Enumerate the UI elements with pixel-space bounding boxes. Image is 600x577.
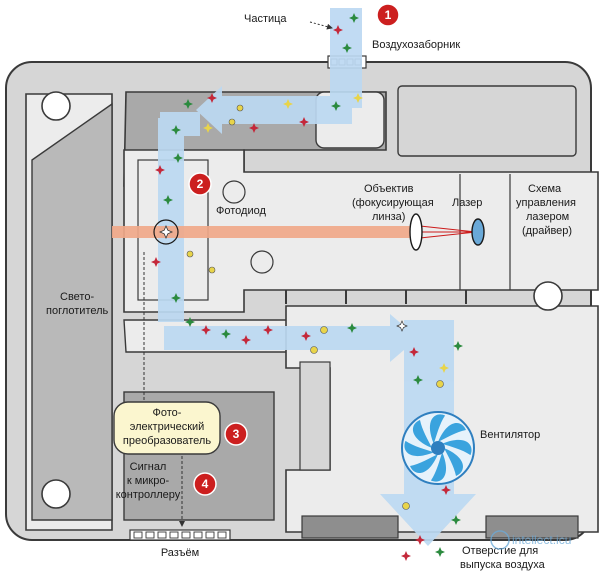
label-fan: Вентилятор: [480, 429, 540, 441]
label-converter-2: электрический: [130, 421, 205, 433]
label-driver-3: лазером: [526, 211, 569, 223]
label-driver-4: (драйвер): [522, 225, 572, 237]
svg-text:intellect.icu: intellect.icu: [512, 533, 571, 547]
airflow-intake-down: [330, 8, 362, 108]
particle-star: [333, 25, 343, 35]
particle-star: [342, 43, 352, 53]
particle-star: [415, 535, 425, 545]
fan: [401, 411, 475, 485]
mount-hole-tl: [41, 91, 71, 121]
particle-star: [155, 165, 165, 175]
particle-star: [401, 551, 411, 561]
photodiode-sensor: [153, 219, 179, 245]
svg-text:2: 2: [197, 177, 204, 191]
particle-star: [203, 123, 213, 133]
airflow: [158, 8, 476, 546]
bottom-block-right: [485, 515, 579, 539]
label-absorber-2: поглотитель: [46, 305, 109, 317]
baffle-row: [285, 290, 467, 304]
label-outlet-2: выпуска воздуха: [460, 559, 546, 571]
label-laser: Лазер: [452, 197, 482, 209]
particle-star: [441, 485, 451, 495]
label-outlet-1: Отверстие для: [462, 545, 538, 557]
label-absorber-1: Свето-: [60, 291, 94, 303]
particle-star: [241, 335, 251, 345]
particle-star: [353, 93, 363, 103]
label-lens-1: Объектив: [364, 183, 414, 195]
label-photodiode: Фотодиод: [216, 205, 266, 217]
particle-dot: [186, 104, 444, 510]
particle-star: [183, 99, 193, 109]
particles: [151, 13, 463, 561]
laser-emitter: [471, 218, 485, 246]
watermark: intellect.icu: [490, 530, 571, 550]
airflow-down-left: [158, 118, 184, 322]
airflow-lower-right: [164, 314, 418, 362]
particle-pointer: [309, 21, 333, 30]
laser-focus-lines: [419, 225, 477, 239]
label-converter-3: преобразователь: [123, 435, 211, 447]
particle-star: [171, 293, 181, 303]
label-driver-1: Схема: [528, 183, 562, 195]
connector-pins: [129, 529, 231, 541]
particle-star: [409, 347, 419, 357]
lens: [409, 213, 423, 251]
label-lens-2: (фокусирующая: [352, 197, 434, 209]
particle-star: [151, 257, 161, 267]
label-signal-2: к микро-: [127, 475, 170, 487]
label-lens-3: линза): [372, 211, 405, 223]
particle-star: [299, 117, 309, 127]
particle-star: [158, 224, 174, 240]
particle-star: [185, 317, 195, 327]
mount-holes: [41, 91, 563, 509]
particle-star: [207, 93, 217, 103]
photoelectric-converter: [113, 401, 221, 455]
label-signal-1: Сигнал: [130, 461, 167, 473]
particle-star: [163, 195, 173, 205]
marker-2: 2: [188, 172, 212, 196]
upper-right-region: [397, 85, 577, 157]
particle-star: [331, 101, 341, 111]
particle-star: [349, 13, 359, 23]
particle-star: [435, 547, 445, 557]
particle-star: [171, 125, 181, 135]
svg-text:3: 3: [233, 427, 240, 441]
laser-beam: [112, 226, 418, 238]
particle-star: [221, 329, 231, 339]
particle-star: [396, 320, 408, 332]
mount-hole-bl: [41, 479, 71, 509]
particle-star: [439, 363, 449, 373]
particle-star: [249, 123, 259, 133]
svg-text:1: 1: [385, 8, 392, 22]
marker-3: 3: [224, 422, 248, 446]
label-connector: Разъём: [161, 547, 199, 559]
label-signal-3: контроллеру: [116, 489, 181, 501]
particle-star: [347, 323, 357, 333]
chamber-hole-b: [250, 250, 274, 274]
label-converter-1: Фото-: [153, 407, 182, 419]
particle-star: [283, 99, 293, 109]
particle-star: [201, 325, 211, 335]
particle-star: [451, 515, 461, 525]
particle-star: [453, 341, 463, 351]
mount-hole-r: [533, 281, 563, 311]
label-air-intake: Воздухозаборник: [372, 39, 460, 51]
chamber-hole-a: [222, 180, 246, 204]
bottom-block-left: [301, 515, 399, 539]
svg-text:4: 4: [202, 477, 209, 491]
fan-mount: [299, 361, 331, 471]
label-particle: Частица: [244, 13, 287, 25]
marker-1: 1: [376, 3, 400, 27]
marker-4: 4: [193, 472, 217, 496]
particle-star: [263, 325, 273, 335]
label-driver-2: управления: [516, 197, 576, 209]
particle-star: [173, 153, 183, 163]
light-absorber: [31, 102, 113, 521]
particle-star: [301, 331, 311, 341]
particle-star: [413, 375, 423, 385]
